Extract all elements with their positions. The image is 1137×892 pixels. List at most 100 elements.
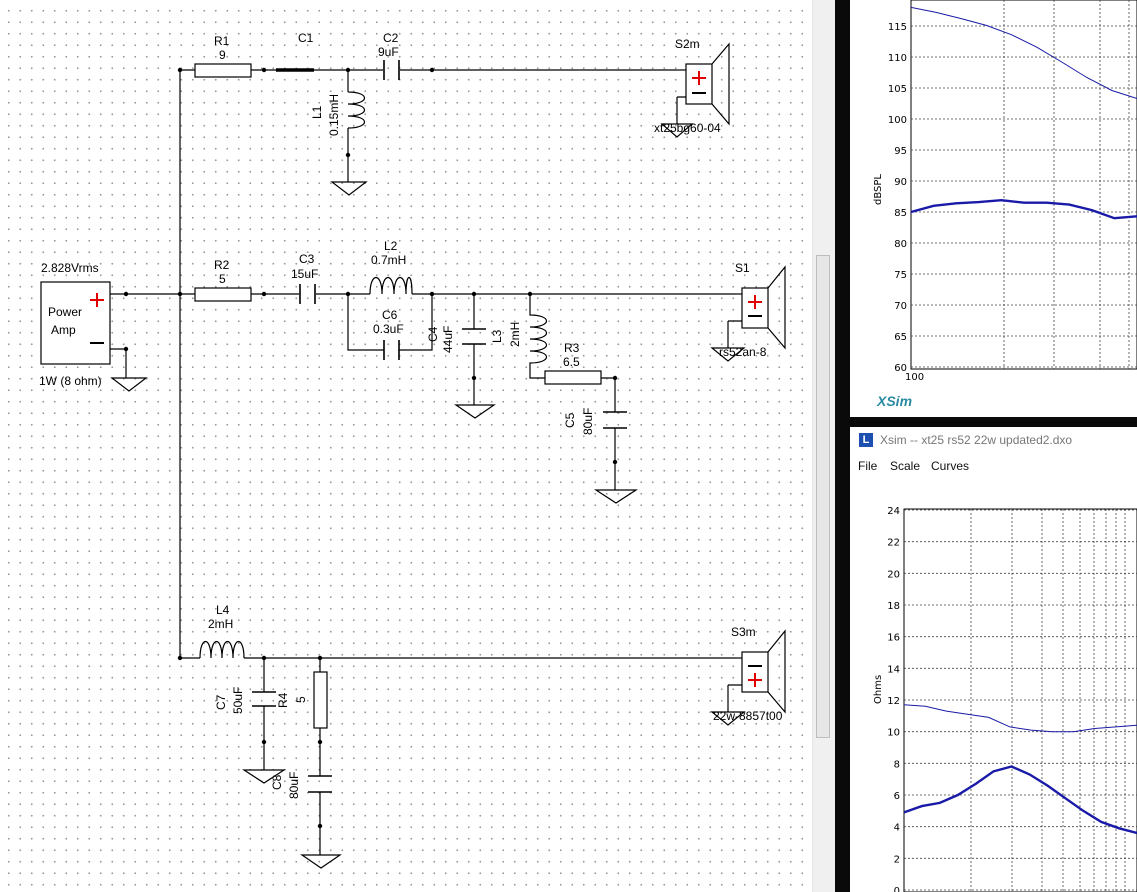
impedance-y-tick-8: 8 — [894, 759, 900, 770]
spl-grid — [911, 25, 1137, 368]
impedance-y-tick-16: 16 — [887, 633, 900, 644]
capacitor-c7[interactable] — [252, 691, 276, 707]
c5-ground — [593, 489, 639, 504]
c1-name: C1 — [298, 31, 314, 45]
l3-name: L3 — [490, 329, 504, 343]
c8-ground — [300, 854, 342, 869]
s3m-ground-wire — [727, 684, 742, 712]
r1-name: R1 — [214, 34, 230, 48]
s1-ground — [710, 347, 746, 362]
impedance-grid — [904, 509, 1137, 891]
l3-value: 2mH — [508, 322, 522, 347]
capacitor-c8[interactable] — [308, 775, 332, 793]
resistor-r4[interactable] — [313, 671, 328, 729]
c4-ground — [454, 404, 496, 419]
spl-y-tick-105: 105 — [888, 84, 907, 95]
speaker-s2m[interactable] — [685, 42, 730, 126]
r4-name: R4 — [276, 692, 290, 708]
impedance-y-tick-4: 4 — [894, 823, 900, 834]
r3-value: 6.5 — [563, 355, 580, 369]
resistor-r1[interactable] — [194, 63, 252, 78]
power-amp[interactable] — [40, 281, 111, 365]
spl-vertical-grid — [1003, 0, 1130, 369]
impedance-y-tick-0: 0 — [894, 886, 900, 892]
schematic-canvas[interactable]: 2.828Vrms Power Amp 1W (8 ohm) R1 9 C1 C… — [0, 0, 812, 892]
spl-y-tick-115: 115 — [888, 22, 907, 33]
s2m-ground — [660, 123, 694, 138]
amp-ground-wire — [110, 348, 127, 378]
s3m-model: 22w-8857t00 — [713, 709, 783, 723]
spl-y-tick-65: 65 — [894, 332, 907, 343]
c6-wire — [347, 294, 433, 351]
r2-name: R2 — [214, 258, 230, 272]
capacitor-c5[interactable] — [603, 411, 627, 429]
spl-plot-area — [910, 0, 1137, 370]
impedance-y-axis-label: Ohms — [873, 675, 884, 704]
inductor-l2[interactable] — [369, 276, 413, 295]
amp-label-line1: Power — [48, 305, 82, 319]
spl-y-tick-95: 95 — [894, 146, 907, 157]
menu-curves[interactable]: Curves — [931, 459, 970, 473]
s1-name: S1 — [735, 261, 750, 275]
ground-l1 — [330, 181, 368, 196]
resistor-r3[interactable] — [544, 370, 602, 385]
l1-value: 0.15mH — [327, 94, 341, 136]
l2-name: L2 — [384, 239, 398, 253]
s2m-name: S2m — [675, 37, 700, 51]
capacitor-c6[interactable] — [383, 340, 400, 360]
spl-y-tick-60: 60 — [894, 363, 907, 374]
capacitor-c4[interactable] — [462, 328, 486, 345]
spl-y-tick-100: 100 — [888, 115, 907, 126]
spl-y-tick-90: 90 — [894, 177, 907, 188]
inductor-l4[interactable] — [199, 640, 245, 659]
l2-value: 0.7mH — [371, 253, 406, 267]
r1-value: 9 — [219, 48, 226, 62]
impedance-y-tick-10: 10 — [887, 728, 900, 739]
menu-scale[interactable]: Scale — [890, 459, 921, 473]
r3-c5-wire — [601, 377, 616, 490]
impedance-lower-curve — [903, 765, 1137, 835]
c7-value: 50uF — [231, 687, 245, 714]
window-gap — [850, 417, 1137, 427]
c2-name: C2 — [383, 31, 399, 45]
schematic-scrollbar-thumb[interactable] — [816, 255, 830, 738]
capacitor-c2[interactable] — [383, 60, 400, 80]
l4-value: 2mH — [208, 617, 233, 631]
c5-name: C5 — [563, 412, 577, 428]
inductor-l1[interactable] — [347, 70, 366, 182]
s3m-ground — [710, 711, 746, 726]
spl-y-tick-75: 75 — [894, 270, 907, 281]
l4-name: L4 — [216, 603, 230, 617]
r2-value: 5 — [219, 272, 226, 286]
impedance-titlebar[interactable]: L Xsim -- xt25 rs52 22w updated2.dxo — [850, 427, 1137, 455]
impedance-y-tick-14: 14 — [887, 664, 900, 675]
spl-lower-curve — [910, 198, 1137, 220]
capacitor-c3[interactable] — [299, 284, 316, 304]
inductor-l3[interactable] — [529, 294, 548, 379]
spl-y-tick-110: 110 — [888, 53, 907, 64]
c7-name: C7 — [214, 694, 228, 710]
menu-file[interactable]: File — [858, 459, 878, 473]
spl-x-tick: 100 — [905, 372, 924, 383]
c8-name: C8 — [270, 774, 284, 790]
speaker-s1[interactable] — [741, 265, 786, 350]
speaker-s3m[interactable] — [741, 629, 786, 714]
c7-ground — [241, 769, 287, 784]
impedance-window[interactable]: L Xsim -- xt25 rs52 22w updated2.dxo Fil… — [850, 427, 1137, 892]
spl-y-tick-70: 70 — [894, 301, 907, 312]
c6-value: 0.3uF — [373, 322, 404, 336]
c4-name: C4 — [426, 326, 440, 342]
resistor-r2[interactable] — [194, 287, 252, 302]
c2-value: 9uF — [378, 45, 399, 59]
spl-upper-curve — [910, 6, 1137, 99]
amp-voltage-label: 2.828Vrms — [41, 261, 99, 275]
s3m-name: S3m — [731, 625, 756, 639]
s1-model: rs52an-8 — [719, 345, 767, 359]
impedance-y-tick-2: 2 — [894, 854, 900, 865]
impedance-y-tick-24: 24 — [887, 506, 900, 517]
impedance-y-tick-18: 18 — [887, 601, 900, 612]
impedance-plot-area — [903, 508, 1137, 892]
c3-value: 15uF — [291, 267, 318, 281]
